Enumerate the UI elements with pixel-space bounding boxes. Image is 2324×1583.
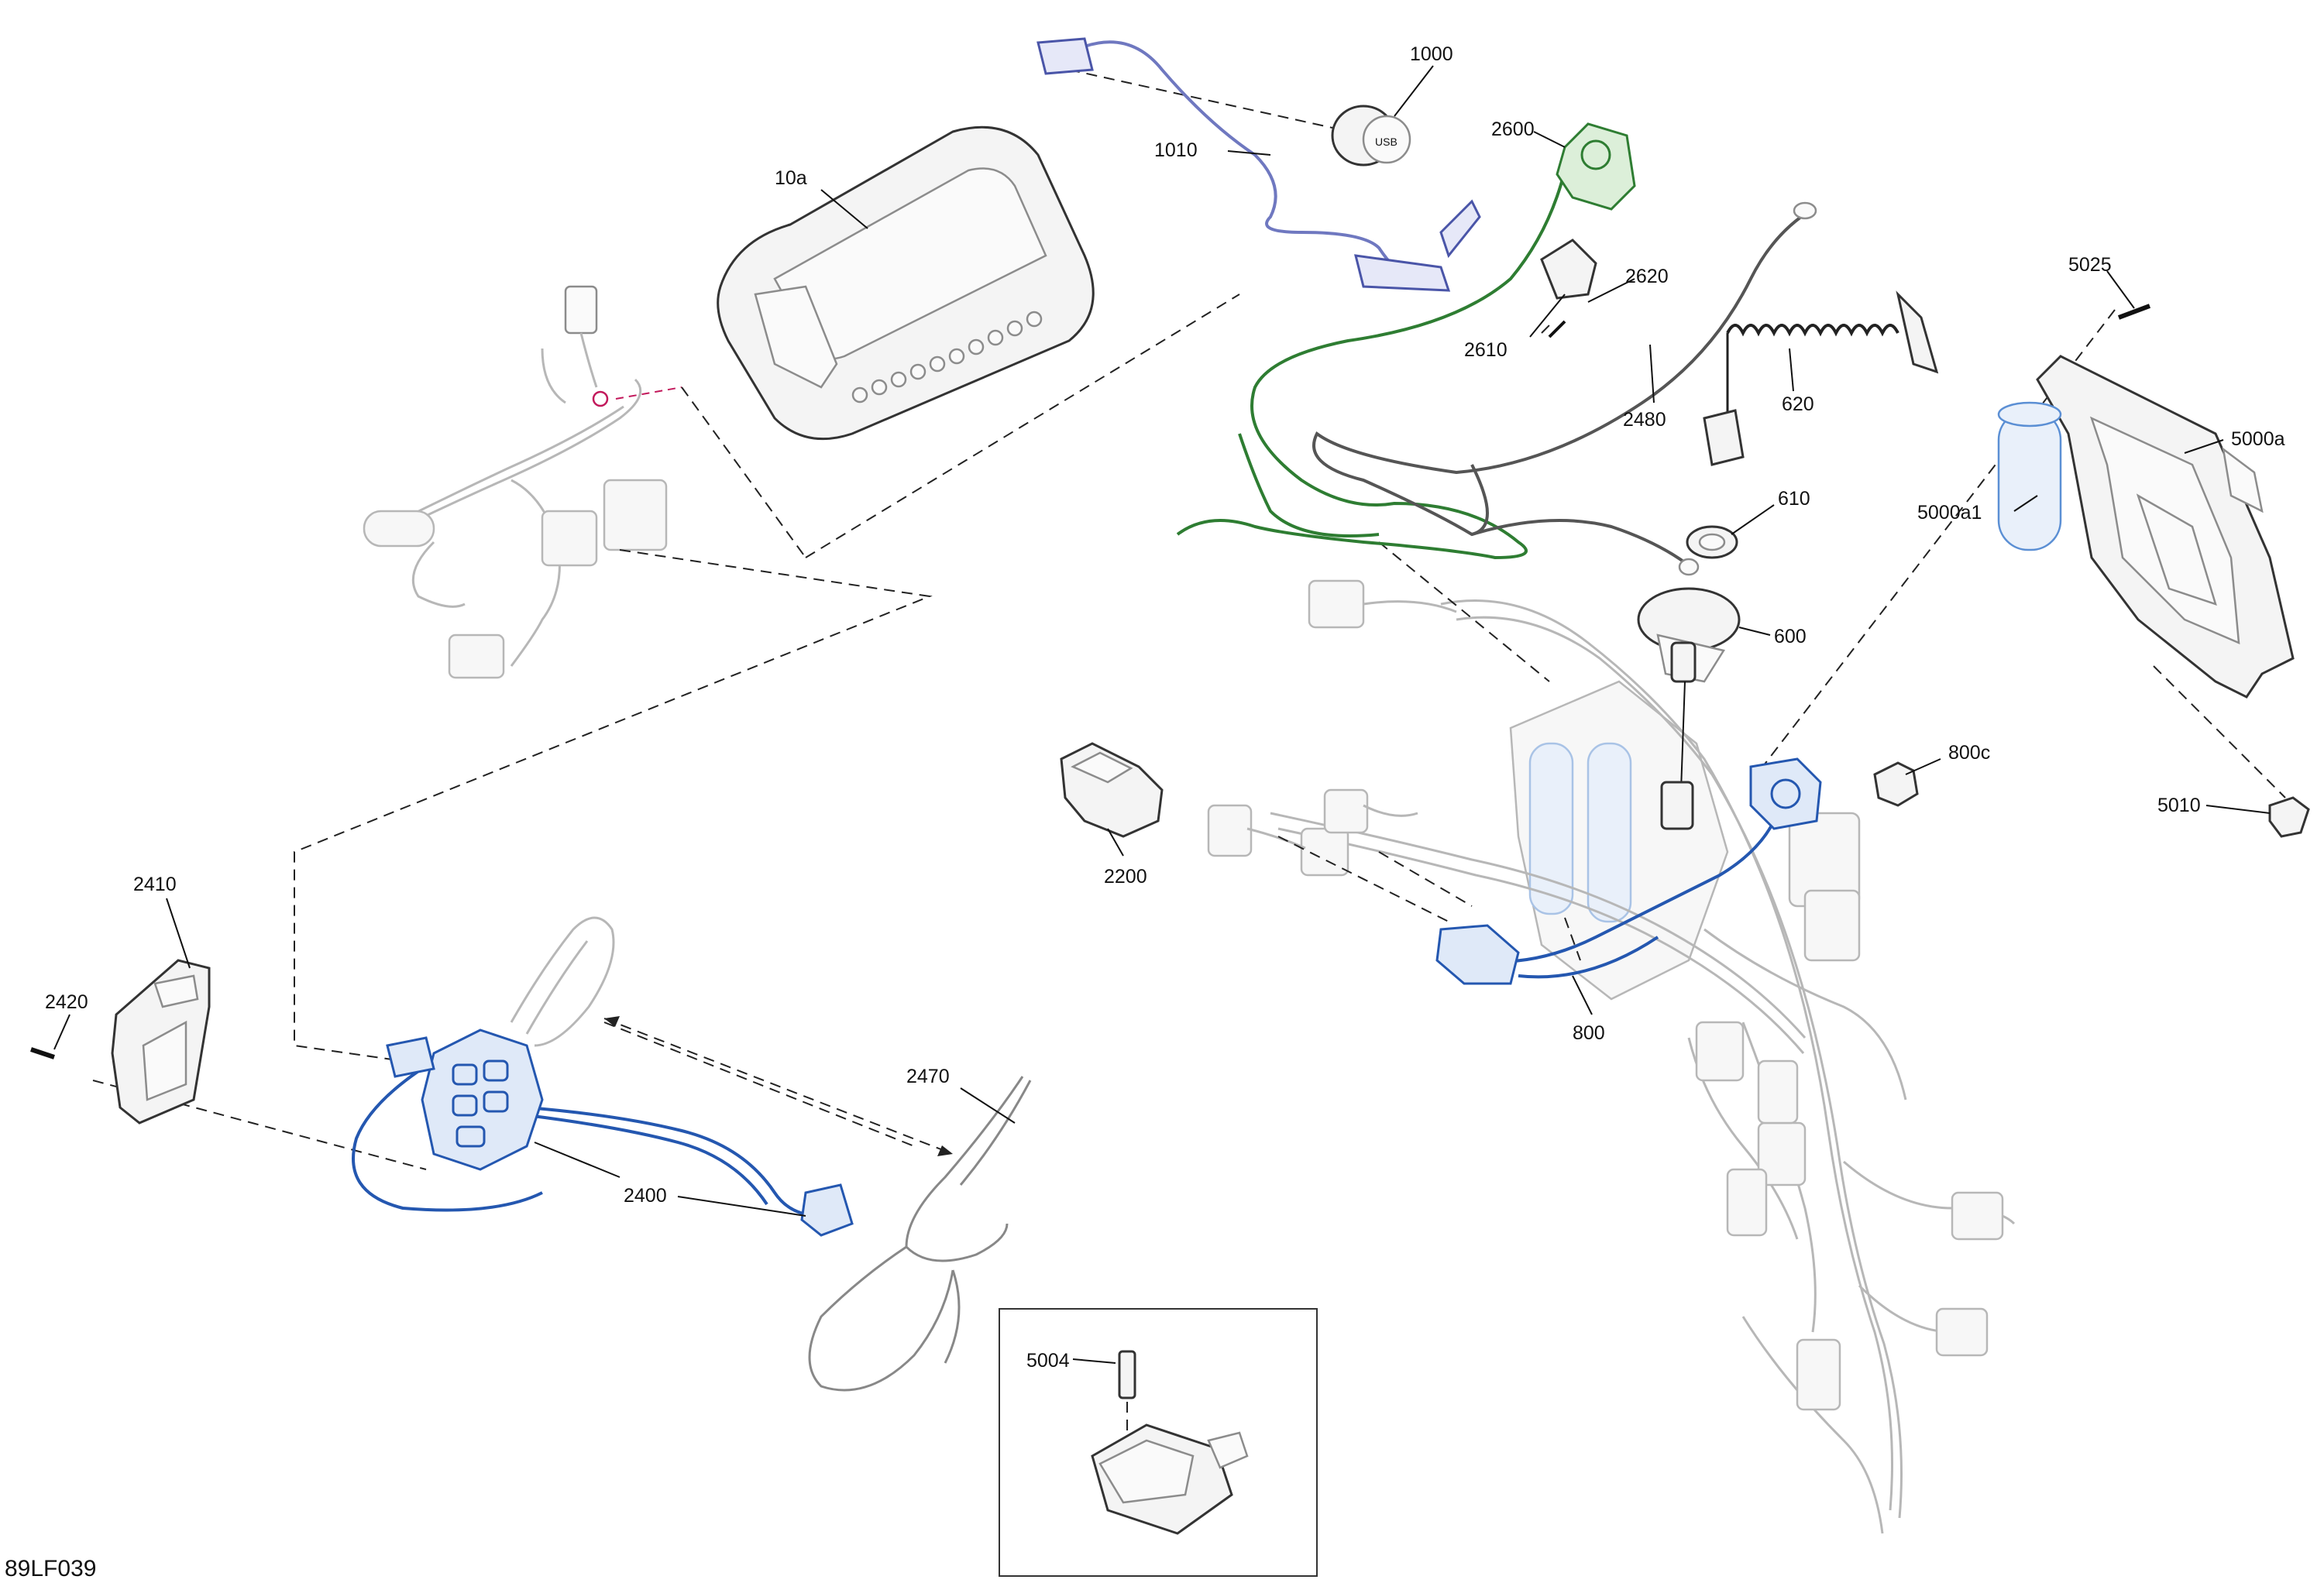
sensor-2200 (1060, 742, 1164, 838)
usb-socket-1000: USB (1331, 105, 1411, 167)
switch-pack-2400 (352, 916, 854, 1237)
callout-2420: 2420 (45, 991, 88, 1013)
callout-5000a1: 5000a1 (1917, 502, 1982, 524)
battery-5000a1 (1997, 401, 2062, 551)
callout-5010: 5010 (2157, 795, 2201, 816)
svg-text:USB: USB (1375, 136, 1397, 148)
callout-2470: 2470 (906, 1066, 950, 1087)
switch-housing-600 (1637, 587, 1741, 830)
callout-5000a: 5000a (2231, 428, 2285, 450)
callout-800: 800 (1573, 1022, 1605, 1044)
callout-2610: 2610 (1464, 339, 1508, 361)
coiled-lanyard-620 (1703, 290, 1939, 466)
callout-2400: 2400 (624, 1185, 667, 1207)
cable-2470 (603, 1016, 1032, 1392)
screw-5025 (2117, 304, 2151, 320)
callout-800c: 800c (1948, 742, 1990, 764)
bracket-2610 (1540, 239, 1597, 300)
clip-5010 (2268, 796, 2310, 838)
callout-2200: 2200 (1104, 866, 1147, 888)
callout-2620: 2620 (1625, 266, 1669, 287)
inset-detail-5004 (999, 1308, 1318, 1577)
callout-610: 610 (1778, 488, 1810, 510)
callout-5025: 5025 (2068, 254, 2112, 276)
display-button-row (851, 311, 1043, 403)
main-wiring-harness-ghost (1207, 579, 2016, 1534)
callout-2600: 2600 (1491, 118, 1535, 140)
callout-1010: 1010 (1154, 139, 1198, 161)
harness-800 (1435, 757, 1822, 985)
screw-2420 (30, 1047, 55, 1059)
usb-harness-1010 (1037, 37, 1481, 292)
figure-reference-code: 89LF039 (5, 1556, 96, 1581)
callout-2480: 2480 (1623, 409, 1666, 431)
cap-800c (1873, 761, 1919, 807)
leader-lines (53, 65, 2271, 1364)
callout-600: 600 (1774, 626, 1807, 647)
housing-2410 (111, 959, 211, 1125)
assembly-dashed-lines (92, 69, 2286, 1440)
callout-10a: 10a (775, 167, 807, 189)
ecu-5000a (2036, 355, 2295, 699)
callout-620: 620 (1782, 393, 1814, 415)
handlebar-harness-ghost (363, 285, 682, 679)
display-cluster-10a (717, 125, 1095, 441)
callout-5004: 5004 (1026, 1350, 1070, 1372)
cable-2480 (1312, 201, 1817, 576)
screw-2620 (1548, 320, 1566, 338)
switch-2600 (1176, 122, 1636, 560)
nut-610 (1686, 525, 1738, 559)
callout-1000: 1000 (1410, 43, 1453, 65)
callout-labels: 1000 1010 10a 2600 2620 2610 2480 620 61… (45, 43, 2285, 1372)
callout-2410: 2410 (133, 874, 177, 895)
